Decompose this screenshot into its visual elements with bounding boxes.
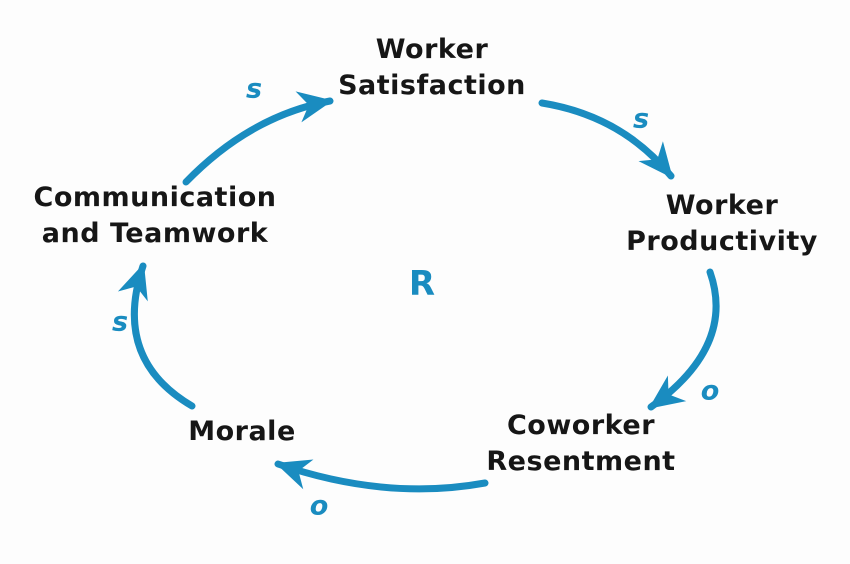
node-coworker-resentment-line2: Resentment <box>486 446 676 477</box>
arrow-productivity-to-resentment <box>647 268 720 411</box>
arrow-communication-to-satisfaction <box>182 91 334 186</box>
arrow-resentment-to-morale <box>274 459 489 493</box>
arrow-morale-to-communication <box>117 262 196 410</box>
polarity-label-communication-to-satisfaction: s <box>245 73 263 105</box>
polarity-label-resentment-to-morale: o <box>309 490 329 522</box>
node-worker-satisfaction-line1: Worker <box>375 34 489 65</box>
node-worker-productivity-line1: Worker <box>665 190 779 221</box>
node-communication-teamwork-line2: and Teamwork <box>41 218 269 249</box>
node-communication-teamwork: Communication and Teamwork <box>5 180 305 252</box>
node-worker-satisfaction-line2: Satisfaction <box>338 70 526 101</box>
polarity-label-satisfaction-to-productivity: s <box>632 103 650 135</box>
node-morale-line1: Morale <box>188 416 296 447</box>
reinforcing-loop-label: R <box>408 264 436 304</box>
polarity-label-morale-to-communication: s <box>111 306 129 338</box>
node-communication-teamwork-line1: Communication <box>33 182 277 213</box>
node-worker-productivity: Worker Productivity <box>593 188 850 260</box>
node-worker-productivity-line2: Productivity <box>626 226 818 257</box>
node-coworker-resentment-line1: Coworker <box>506 410 656 441</box>
node-morale: Morale <box>142 414 342 450</box>
arrow-satisfaction-to-productivity <box>538 99 675 180</box>
node-worker-satisfaction: Worker Satisfaction <box>282 32 582 104</box>
node-coworker-resentment: Coworker Resentment <box>431 408 731 480</box>
polarity-label-productivity-to-resentment: o <box>700 375 720 407</box>
